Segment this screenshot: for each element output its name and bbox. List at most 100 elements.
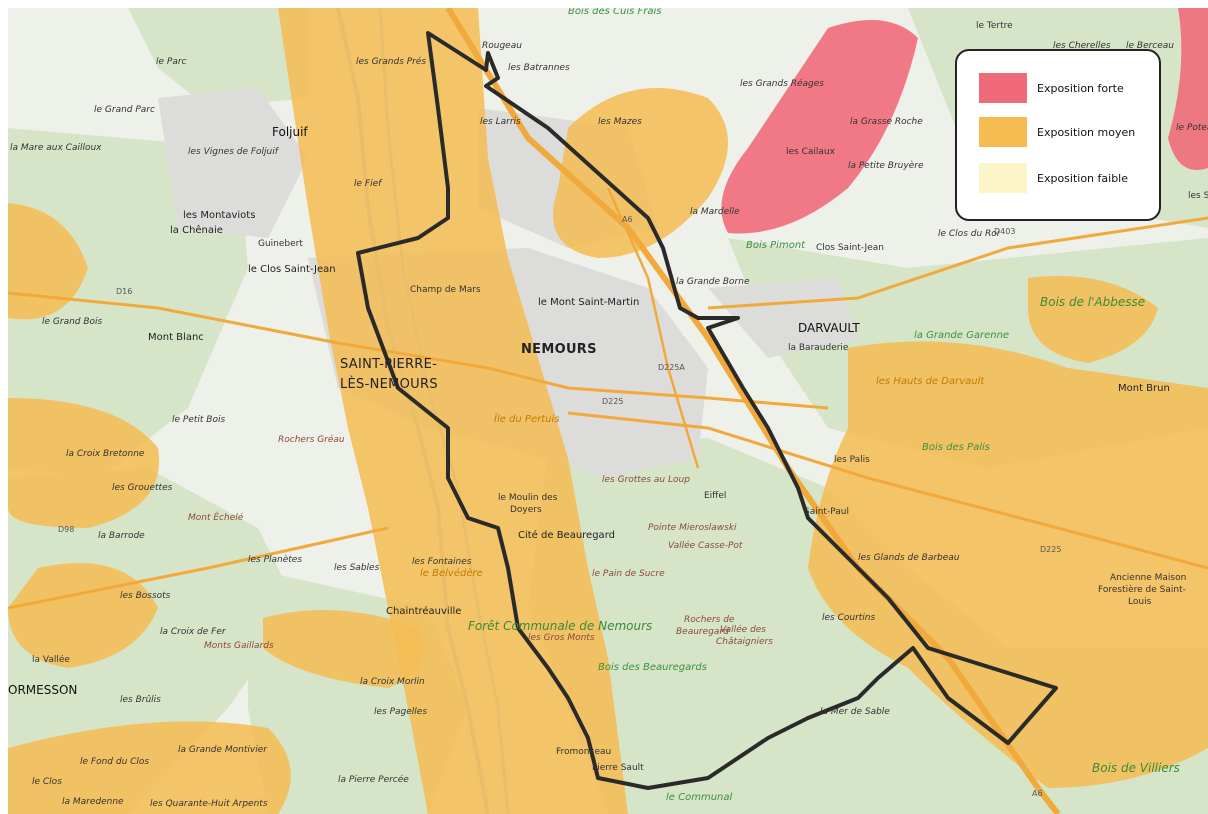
label-bois-des-palis: Bois des Palis: [922, 442, 990, 453]
label-louis: Louis: [1128, 597, 1152, 607]
legend-label-moyen: Exposition moyen: [1037, 125, 1136, 139]
label-chaintreauville: Chaintréauville: [386, 605, 461, 617]
legend-item-faible: Exposition faible: [979, 163, 1128, 193]
label-chataigniers: Châtaigniers: [716, 637, 773, 647]
label-la-pierre-percee: la Pierre Percée: [338, 774, 409, 785]
label-bois-des-beauregards: Bois des Beauregards: [598, 662, 707, 673]
label-pointe-mieroslawski: Pointe Mieroslawski: [648, 523, 737, 533]
label-le-parc: le Parc: [156, 57, 187, 67]
label-foret-communale: Forêt Communale de Nemours: [468, 619, 652, 633]
label-le-grand-parc: le Grand Parc: [94, 105, 155, 115]
label-la-mardelle: la Mardelle: [690, 207, 740, 217]
label-rochers-de: Rochers de: [684, 615, 735, 625]
label-bois-pimont: Bois Pimont: [746, 240, 806, 251]
label-champ-de-mars: Champ de Mars: [410, 285, 481, 295]
map-legend: Exposition forte Exposition moyen Exposi…: [955, 49, 1161, 221]
legend-swatch-forte: [979, 73, 1027, 103]
label-les-gros-monts: les Gros Monts: [528, 633, 595, 643]
label-la-grande-garenne: la Grande Garenne: [914, 330, 1009, 341]
label-les-cherelles: les Cherelles: [1053, 41, 1111, 51]
label-la-maredenne: la Maredenne: [62, 797, 124, 807]
label-le-clos: le Clos: [32, 777, 62, 787]
label-la-mer-de-sable: la Mer de Sable: [820, 707, 890, 717]
label-road-a6-b: A6: [1032, 789, 1043, 798]
legend-item-forte: Exposition forte: [979, 73, 1124, 103]
label-les-grands-pres: les Grands Prés: [356, 56, 426, 67]
label-ancienne-maison: Ancienne Maison: [1110, 573, 1186, 583]
label-les-cailaux: les Cailaux: [786, 147, 836, 157]
label-road-d225a: D225A: [658, 363, 685, 372]
label-les-fontaines: les Fontaines: [412, 557, 472, 567]
label-les-bossots: les Bossots: [120, 591, 171, 601]
label-saint-pierre-2: LÈS-NEMOURS: [340, 376, 438, 392]
road-d225: [567, 411, 1208, 570]
label-bois-de-villiers: Bois de Villiers: [1092, 761, 1180, 775]
label-quarante-huit-arpents: les Quarante-Huit Arpents: [150, 799, 268, 809]
label-mare-aux-cailloux: la Mare aux Cailloux: [10, 143, 102, 153]
label-mont-brun: Mont Brun: [1118, 383, 1170, 394]
label-beauregard: Beauregard: [676, 627, 729, 637]
exposure-high-zones: [721, 8, 1208, 234]
label-road-d98: D98: [58, 525, 74, 534]
label-ormesson: ORMESSON: [8, 683, 77, 697]
label-darvault: DARVAULT: [798, 321, 860, 335]
label-cite-de-beauregard: Cité de Beauregard: [518, 529, 615, 541]
legend-label-forte: Exposition forte: [1037, 81, 1124, 95]
label-le-pain-de-sucre: le Pain de Sucre: [592, 569, 665, 579]
label-rochers-greau: Rochers Gréau: [278, 434, 345, 445]
label-bois-de-labbesse: Bois de l'Abbesse: [1040, 295, 1145, 309]
label-doyers: Doyers: [510, 505, 542, 515]
exposure-medium-zones: [8, 8, 1208, 814]
label-clos-saint-jean: Clos Saint-Jean: [816, 243, 884, 253]
map-view[interactable]: SAINT-PIERRE- LÈS-NEMOURS NEMOURS DARVAU…: [8, 8, 1208, 814]
label-les-grouettes: les Grouettes: [112, 483, 173, 493]
label-la-barrode: la Barrode: [98, 531, 145, 541]
label-les-glands-de-barbeau: les Glands de Barbeau: [858, 553, 960, 563]
map-labels: SAINT-PIERRE- LÈS-NEMOURS NEMOURS DARVAU…: [8, 8, 1208, 809]
label-monts-gaillards: Monts Gaillards: [204, 641, 274, 651]
road-d225a: [606, 187, 700, 469]
label-les-montaviots: les Montaviots: [183, 210, 255, 221]
label-le-clos-du-roi: le Clos du Roi: [938, 229, 1000, 239]
label-eiffel: Eiffel: [704, 491, 726, 501]
label-fromonceau: Fromonceau: [556, 747, 611, 757]
legend-swatch-moyen: [979, 117, 1027, 147]
label-saint-pierre-1: SAINT-PIERRE-: [340, 357, 437, 372]
label-la-vallee: la Vallée: [32, 654, 70, 665]
label-road-d225-b: D225: [1040, 545, 1061, 554]
label-le-grand-bois: le Grand Bois: [42, 317, 103, 327]
label-la-chenaie: la Chênaie: [170, 224, 223, 236]
label-le-tertre: le Tertre: [976, 21, 1013, 31]
road-d403: [707, 216, 1208, 310]
label-le-fief: le Fief: [354, 179, 383, 189]
label-la-croix-de-fer: la Croix de Fer: [160, 627, 227, 637]
label-la-grasse-roche: la Grasse Roche: [850, 117, 923, 127]
label-rougeau: Rougeau: [482, 41, 522, 51]
label-road-d225-a: D225: [602, 397, 623, 406]
label-la-grande-borne: la Grande Borne: [676, 277, 750, 287]
road-d16: [8, 291, 829, 410]
label-pierre-sault: Pierre Sault: [592, 763, 644, 773]
label-les-mazes: les Mazes: [598, 117, 642, 127]
label-le-berceau: le Berceau: [1126, 41, 1174, 51]
label-la-barauderie: la Barauderie: [788, 343, 849, 353]
road-d98: [8, 526, 389, 610]
label-foljuif: Foljuif: [272, 125, 308, 139]
label-le-fond-du-clos: le Fond du Clos: [80, 757, 149, 767]
label-guinebert: Guinebert: [258, 239, 303, 249]
label-mont-echele: Mont Échelé: [188, 511, 244, 523]
label-saint-paul: Saint-Paul: [804, 507, 849, 517]
label-les-sau: les Sau: [1188, 191, 1208, 201]
label-la-croix-morlin: la Croix Morlin: [360, 677, 425, 687]
legend-item-moyen: Exposition moyen: [979, 117, 1135, 147]
label-les-grands-reages: les Grands Réages: [740, 78, 824, 89]
label-road-d403: D403: [994, 227, 1015, 236]
label-le-poteau: le Poteau: [1176, 123, 1208, 133]
label-nemours: NEMOURS: [521, 342, 597, 357]
label-road-a6-a: A6: [622, 215, 633, 224]
label-la-croix-bretonne: la Croix Bretonne: [66, 449, 145, 459]
study-area-boundary: [356, 31, 1058, 790]
label-les-brulis: les Brûlis: [120, 694, 161, 705]
label-les-palis: les Palis: [834, 455, 870, 465]
label-road-d16: D16: [116, 287, 132, 296]
